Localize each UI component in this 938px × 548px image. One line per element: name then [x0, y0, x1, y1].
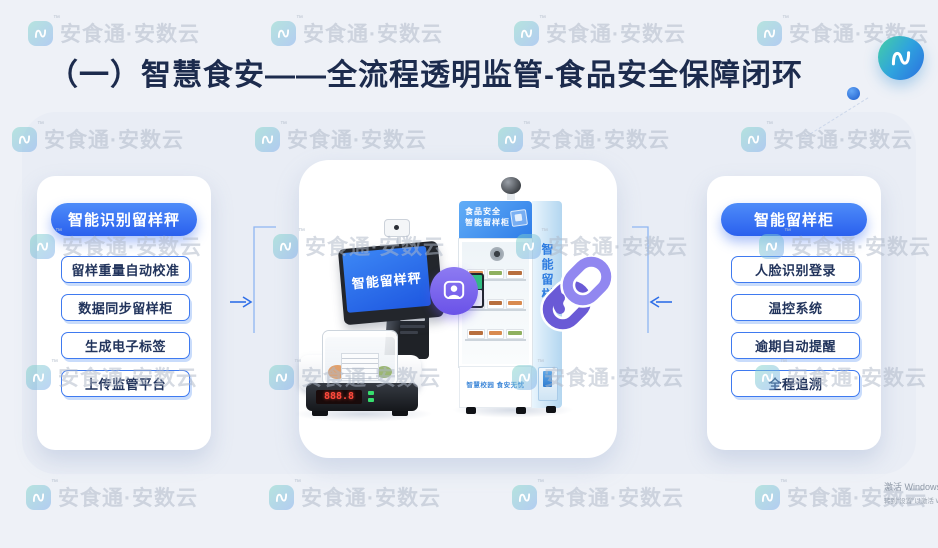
scale-camera-icon — [384, 219, 410, 237]
scale-screen-label: 智能留样秤 — [342, 245, 432, 313]
brand-logo-icon — [878, 36, 924, 80]
feature-item-overdue-alert: 逾期自动提醒 — [731, 332, 860, 359]
scale-foot — [312, 409, 328, 416]
fridge-header-line1: 食品安全 — [465, 207, 501, 216]
brand-watermark-icon: ™ — [269, 479, 301, 510]
scale-foot — [392, 409, 408, 416]
feature-item-trace: 全程追溯 — [731, 370, 860, 397]
feature-item-label: 生成电子标签 — [61, 332, 190, 359]
fridge-foot — [546, 406, 556, 413]
person-icon — [443, 280, 465, 300]
brand-watermark-icon: ™ — [757, 15, 789, 46]
fridge-shelf — [465, 328, 526, 341]
fridge-camera-dome-icon — [501, 177, 521, 194]
fridge-slogan: 智慧校园 食安无忧 — [466, 382, 525, 389]
fridge-camera-mount — [507, 192, 515, 200]
fridge-header-line2: 智能留样柜 — [465, 218, 510, 227]
right-feature-card: 智能留样柜 人脸识别登录 温控系统 逾期自动提醒 全程追溯 — [707, 176, 881, 450]
sample-label — [341, 353, 379, 381]
fridge-foot — [516, 407, 526, 414]
food-tray — [486, 329, 505, 339]
food-tray — [506, 299, 525, 309]
brand-watermark-icon: ™ — [512, 479, 544, 510]
left-card-header: 智能识别留样秤 — [51, 203, 197, 236]
cube-icon — [509, 208, 529, 228]
fridge-header-panel: 食品安全 智能留样柜 — [459, 201, 532, 239]
scale-base: 888.8 — [306, 383, 418, 411]
food-tray — [506, 269, 525, 279]
feature-item-sync: 数据同步留样柜 — [61, 294, 190, 321]
scale-led-display: 888.8 — [316, 390, 362, 404]
windows-activation-watermark: 激活 Windows 转到“设置”以激活 Windows。 — [884, 480, 938, 505]
left-feature-card: 智能识别留样秤 留样重量自动校准 数据同步留样柜 生成电子标签 上传监管平台 — [37, 176, 211, 450]
fridge-foot — [466, 407, 476, 414]
windows-activation-line1: 激活 Windows — [884, 482, 938, 492]
food-tray — [486, 299, 505, 309]
fridge-fan-icon — [490, 247, 504, 261]
food-tray — [486, 269, 505, 279]
right-card-header: 智能留样柜 — [721, 203, 867, 236]
chain-link-icon — [540, 254, 614, 332]
brand-watermark-icon: ™ — [28, 15, 60, 46]
food-tray — [506, 329, 525, 339]
feature-item-calibration: 留样重量自动校准 — [61, 256, 190, 283]
scale-monitor: 智能留样秤 — [337, 240, 445, 326]
feature-item-face-login: 人脸识别登录 — [731, 256, 860, 283]
fridge-bottom-band: 智慧校园 食安无忧 — [459, 366, 532, 408]
page-title: （一）智慧食安——全流程透明监管-食品安全保障闭环 — [48, 59, 803, 92]
food-tray — [467, 329, 485, 339]
person-id-badge — [430, 267, 478, 315]
brand-watermark-icon: ™ — [271, 15, 303, 46]
windows-activation-line2: 转到“设置”以激活 Windows。 — [884, 498, 938, 505]
brand-watermark-icon: ™ — [514, 15, 546, 46]
feature-item-upload: 上传监管平台 — [61, 370, 190, 397]
dot-decor — [847, 87, 860, 100]
fridge-dispenser — [538, 367, 558, 401]
brand-watermark-icon: ™ — [26, 479, 58, 510]
feature-item-temp-control: 温控系统 — [731, 294, 860, 321]
brand-watermark-icon: ™ — [755, 479, 787, 510]
food-sample-container — [323, 331, 397, 385]
